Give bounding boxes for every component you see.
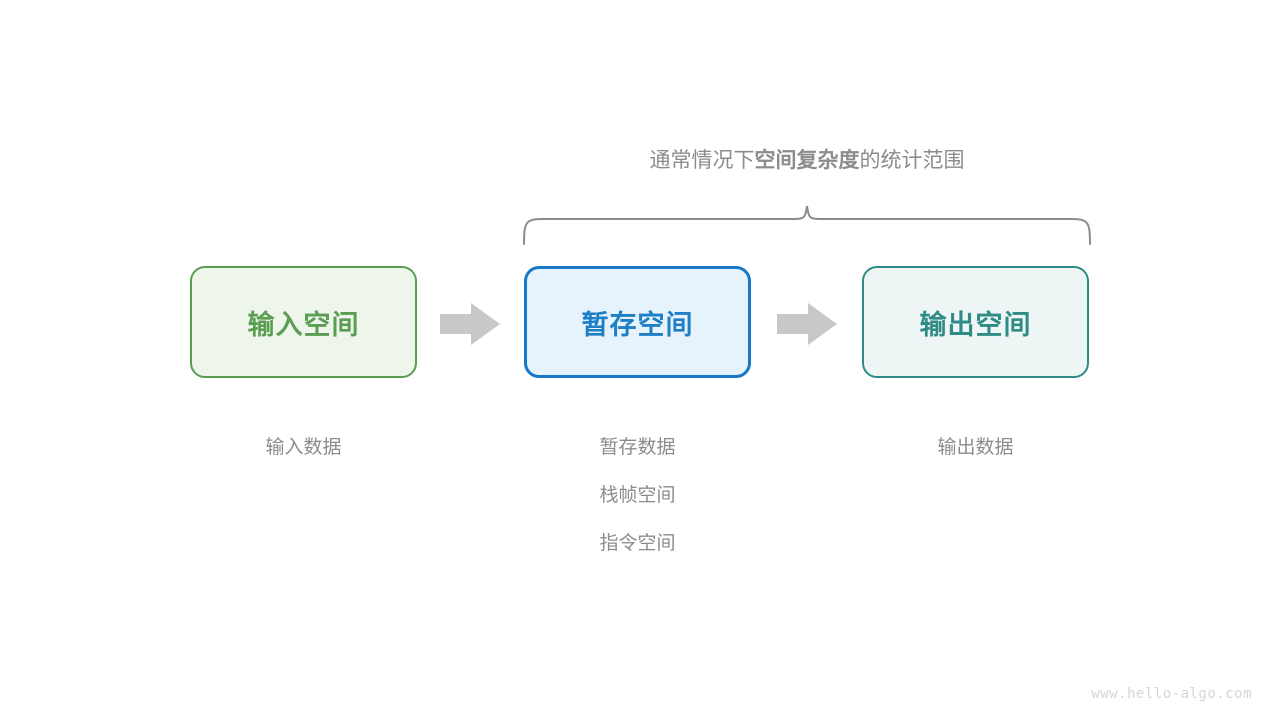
brace-caption: 通常情况下空间复杂度的统计范围 <box>524 146 1090 176</box>
caption-line: 栈帧空间 <box>599 485 676 506</box>
box-input-space[interactable]: 输入空间 <box>190 266 417 378</box>
curly-brace-icon <box>523 205 1091 245</box>
caption-output-space: 输出数据 <box>862 424 1089 472</box>
watermark: www.hello-algo.com <box>1091 686 1252 702</box>
box-temp-space-label: 暂存空间 <box>581 309 694 340</box>
arrow-temp-to-output-icon <box>777 303 837 345</box>
box-temp-space[interactable]: 暂存空间 <box>524 266 751 378</box>
brace-caption-prefix: 通常情况下 <box>649 149 755 172</box>
caption-line: 暂存数据 <box>599 437 676 458</box>
box-input-space-label: 输入空间 <box>247 309 360 340</box>
caption-line: 输入数据 <box>265 437 342 458</box>
arrow-input-to-temp-icon <box>440 303 500 345</box>
brace-caption-emphasis: 空间复杂度 <box>754 149 860 172</box>
caption-line: 输出数据 <box>937 437 1014 458</box>
box-output-space-label: 输出空间 <box>919 309 1032 340</box>
brace-caption-suffix: 的统计范围 <box>859 149 965 172</box>
caption-input-space: 输入数据 <box>190 424 417 472</box>
box-output-space[interactable]: 输出空间 <box>862 266 1089 378</box>
caption-line: 指令空间 <box>599 533 676 554</box>
caption-temp-space: 暂存数据 栈帧空间 指令空间 <box>524 424 751 568</box>
